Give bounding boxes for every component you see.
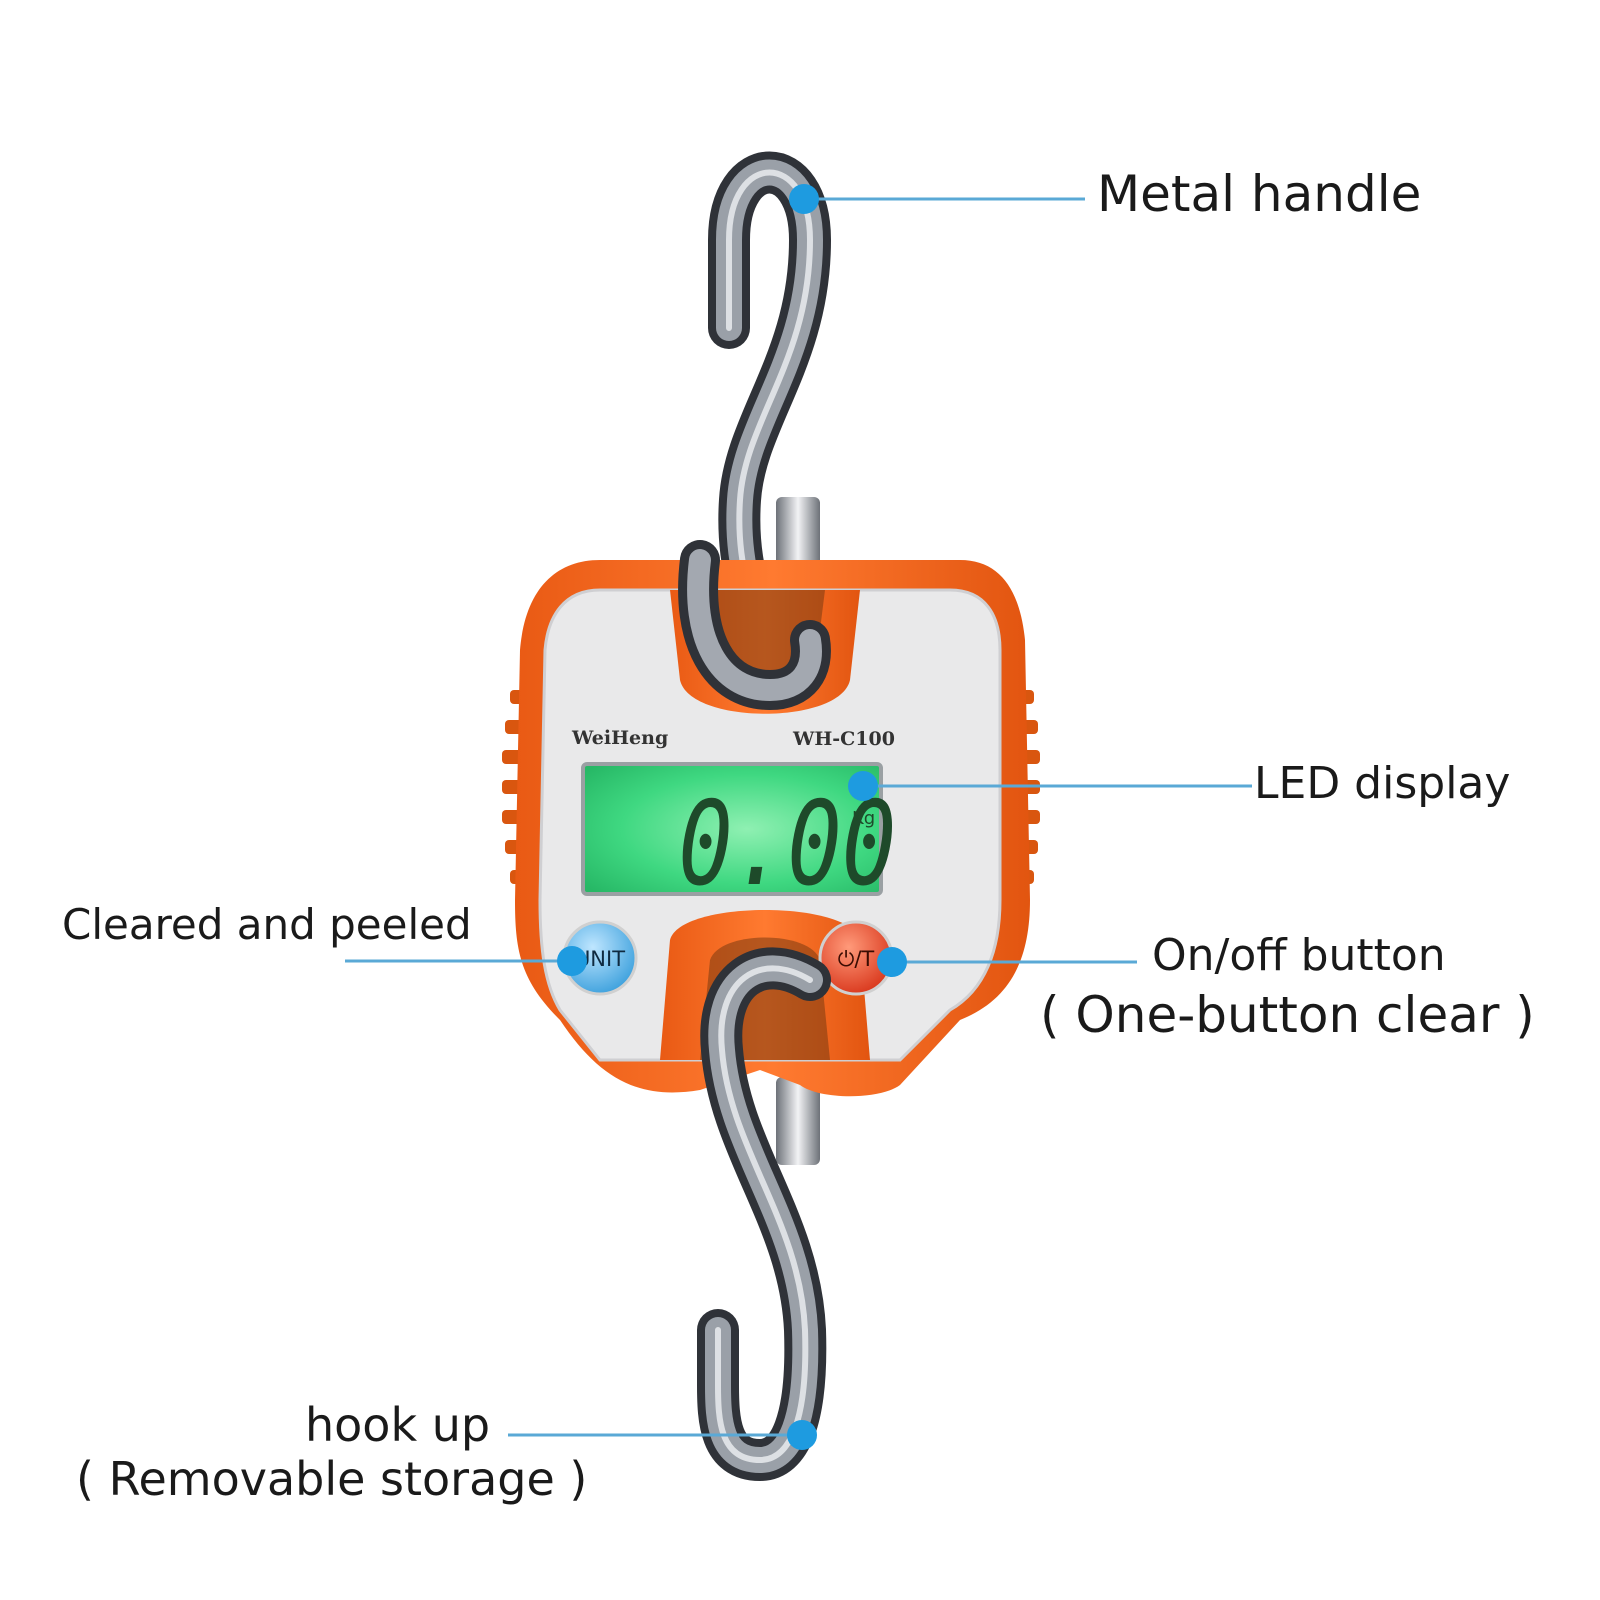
callout-dot-metal-handle bbox=[789, 184, 819, 214]
model-text: WH-C100 bbox=[792, 728, 895, 750]
label-onoff-button: On/off button bbox=[1152, 930, 1446, 981]
lcd-screen bbox=[581, 762, 883, 896]
callout-dot-led-display bbox=[848, 771, 878, 801]
brand-text: WeiHeng bbox=[571, 727, 668, 749]
callout-dot-hook bbox=[787, 1420, 817, 1450]
lcd-unit: Kg bbox=[852, 808, 875, 829]
label-metal-handle: Metal handle bbox=[1097, 165, 1422, 223]
callout-dot-onoff bbox=[877, 947, 907, 977]
label-removable-storage: ( Removable storage ) bbox=[76, 1452, 588, 1506]
callout-dots bbox=[557, 184, 907, 1450]
label-led-display: LED display bbox=[1254, 758, 1511, 809]
label-cleared-peeled: Cleared and peeled bbox=[62, 900, 472, 949]
callout-dot-cleared bbox=[557, 946, 587, 976]
callout-lines bbox=[345, 197, 1252, 1437]
scale-body: WeiHeng WH-C100 0.00 Kg UNIT ⏻/T bbox=[502, 560, 1040, 1097]
label-one-button-clear: ( One-button clear ) bbox=[1040, 986, 1535, 1044]
power-tare-button-label: ⏻/T bbox=[838, 947, 875, 971]
bottom-pin bbox=[776, 1077, 820, 1165]
label-hook-up: hook up bbox=[305, 1398, 491, 1452]
